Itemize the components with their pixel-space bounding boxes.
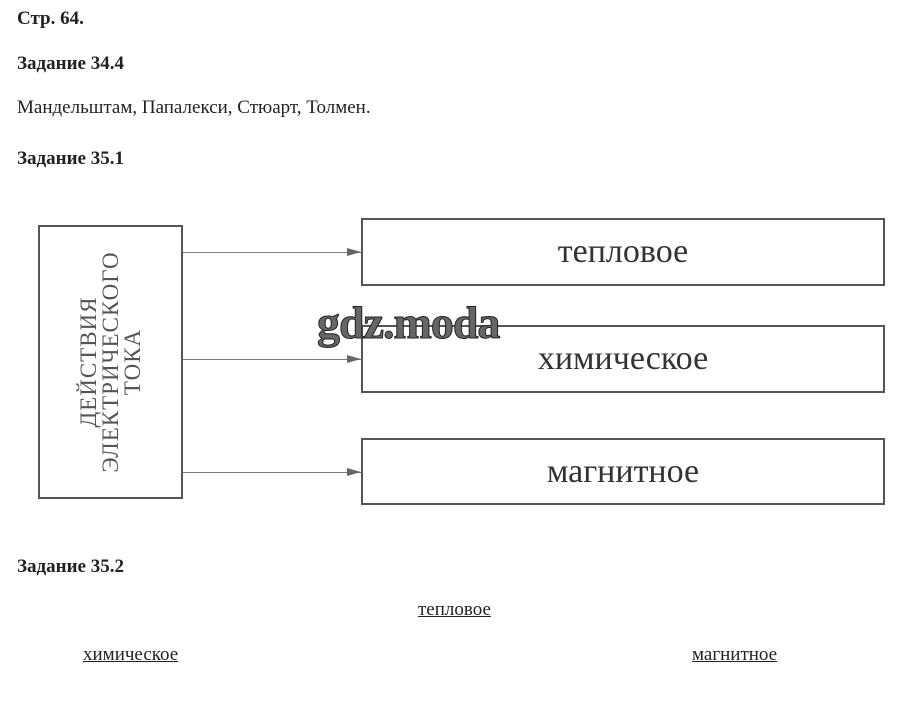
source-label: ДЕЙСТВИЯ ЭЛЕКТРИЧЕСКОГО ТОКА — [75, 251, 145, 473]
link-chemical[interactable]: химическое — [83, 644, 179, 665]
link-thermal[interactable]: тепловое — [418, 599, 491, 620]
arrow — [183, 355, 361, 363]
arrow — [183, 468, 361, 476]
task-35-2-title: Задание 35.2 — [17, 556, 124, 577]
task-34-4-answer: Мандельштам, Папалекси, Стюарт, Толмен. — [17, 97, 371, 118]
target-box-magnetic: магнитное — [361, 438, 885, 505]
source-box: ДЕЙСТВИЯ ЭЛЕКТРИЧЕСКОГО ТОКА — [38, 225, 183, 499]
page-number: Стр. 64. — [17, 8, 84, 29]
task-34-4-title: Задание 34.4 — [17, 53, 124, 74]
arrow — [183, 248, 361, 256]
source-line: ЭЛЕКТРИЧЕСКОГО — [97, 251, 123, 473]
source-line: ДЕЙСТВИЯ — [75, 296, 101, 428]
link-magnetic[interactable]: магнитное — [692, 644, 778, 665]
task-35-1-title: Задание 35.1 — [17, 148, 124, 169]
target-box-thermal: тепловое — [361, 218, 885, 286]
source-line: ТОКА — [119, 328, 145, 396]
target-box-chemical: химическое — [361, 325, 885, 393]
